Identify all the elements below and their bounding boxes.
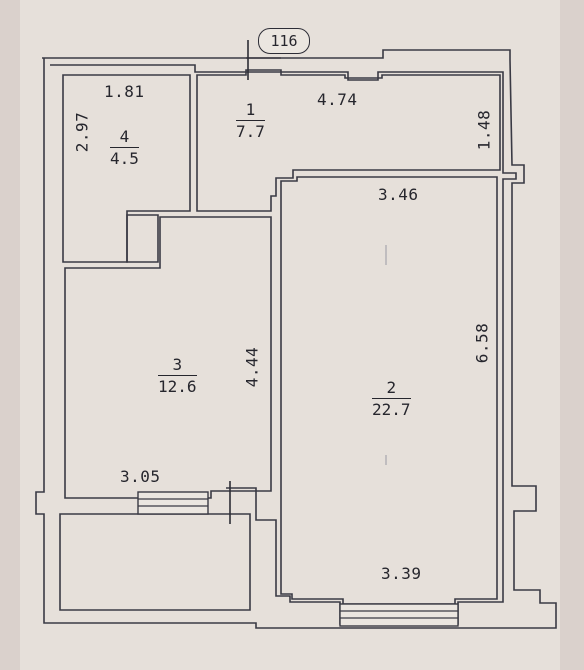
window-room-2 (339, 603, 459, 627)
paper-sheet (20, 0, 560, 670)
dim-room3-depth: 4.44 (242, 346, 262, 388)
room-4-outline (62, 74, 191, 263)
apartment-number-badge: 116 (258, 28, 310, 54)
dim-room2-top: 3.46 (378, 185, 419, 204)
room-1-label: 1 7.7 (236, 102, 265, 140)
room-3-outline (64, 216, 272, 499)
room-2-number: 2 (386, 378, 397, 397)
room-3-area: 12.6 (158, 375, 197, 396)
room-1-area: 7.7 (236, 120, 265, 141)
window-room-3 (137, 491, 209, 515)
room-3-number: 3 (172, 355, 183, 374)
dim-room4-depth: 2.97 (72, 111, 92, 153)
dim-room2-depth: 6.58 (472, 322, 492, 364)
dim-hall-width: 4.74 (317, 90, 358, 109)
room-2-area: 22.7 (372, 398, 411, 419)
dim-room4-width: 1.81 (104, 82, 145, 101)
dim-room3-width: 3.05 (120, 467, 161, 486)
room-1-number: 1 (245, 100, 256, 119)
dim-hall-depth: 1.48 (474, 109, 494, 151)
dim-room2-bottom: 3.39 (381, 564, 422, 583)
entrance-marker (246, 40, 281, 80)
ventilation-shaft (126, 214, 159, 263)
room-4-label: 4 4.5 (110, 129, 139, 167)
room-4-number: 4 (119, 127, 130, 146)
room-1-outline (196, 69, 501, 212)
room-2-label: 2 22.7 (372, 380, 411, 418)
room-3-label: 3 12.6 (158, 357, 197, 395)
room-4-area: 4.5 (110, 147, 139, 168)
